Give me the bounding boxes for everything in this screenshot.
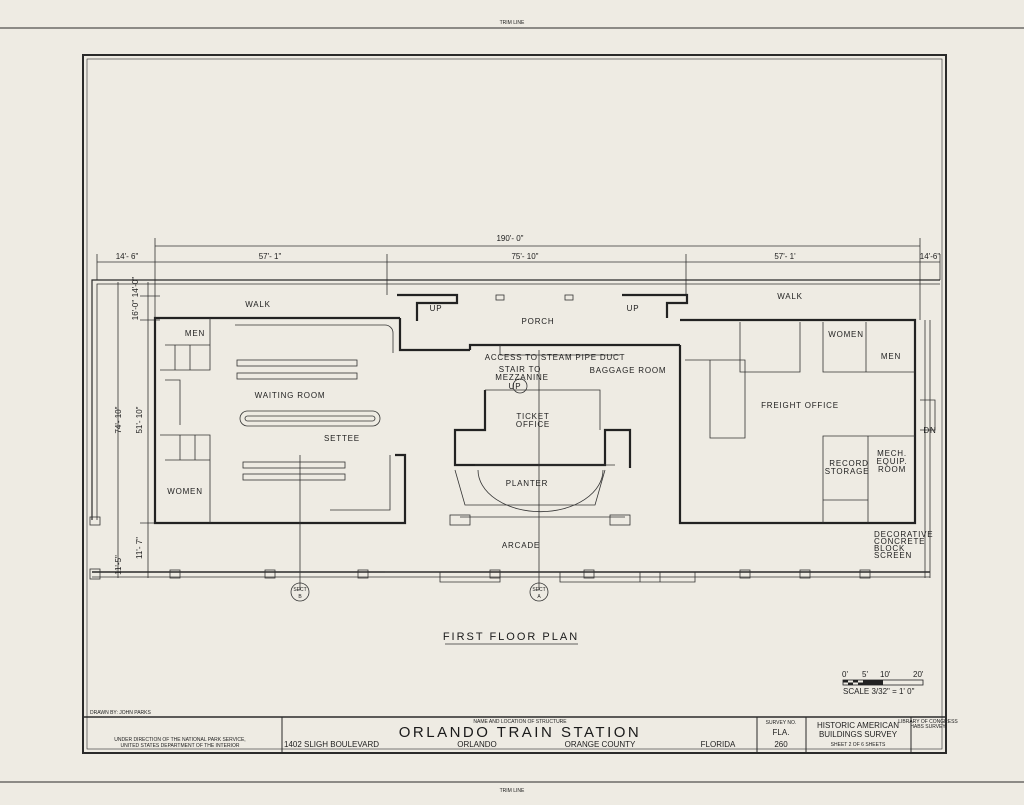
site-outline — [89, 279, 940, 583]
dim-overall: 190'- 0" — [496, 234, 523, 243]
svg-text:SURVEY NO.: SURVEY NO. — [766, 720, 797, 726]
label-equip: EQUIP. — [877, 457, 908, 466]
svg-text:1402 SLIGH BOULEVARD: 1402 SLIGH BOULEVARD — [284, 740, 379, 749]
left-wing-walls — [153, 293, 470, 590]
label-up-right-stair: UP — [627, 304, 640, 313]
svg-text:HISTORIC AMERICAN: HISTORIC AMERICAN — [817, 721, 899, 730]
label-room: ROOM — [878, 465, 906, 474]
label-women-left: WOMEN — [167, 487, 203, 496]
svg-text:NAME AND LOCATION OF STRUCTURE: NAME AND LOCATION OF STRUCTURE — [473, 719, 567, 725]
label-planter: PLANTER — [506, 479, 549, 488]
svg-text:SECT: SECT — [293, 587, 306, 593]
svg-text:DECORATIVE: DECORATIVE — [874, 530, 933, 539]
trim-line-bottom-label: TRIM LINE — [500, 788, 525, 794]
svg-text:BLOCK: BLOCK — [874, 544, 905, 553]
svg-text:0': 0' — [842, 670, 848, 679]
svg-text:FLA.: FLA. — [773, 728, 790, 737]
label-access-duct: ACCESS TO STEAM PIPE DUCT — [485, 353, 626, 362]
svg-text:LIBRARY OF CONGRESS: LIBRARY OF CONGRESS — [898, 719, 958, 725]
dim-vertical-walk-a: 16'-0" — [131, 300, 140, 321]
dim-chain-5: 14'-6" — [920, 252, 941, 261]
svg-text:SCALE 3/32" = 1' 0": SCALE 3/32" = 1' 0" — [843, 687, 915, 696]
drawing-frame-inner — [86, 58, 943, 750]
svg-text:10': 10' — [880, 670, 891, 679]
dim-chain-3: 75'- 10" — [511, 252, 538, 261]
dim-chain-2: 57'- 1" — [259, 252, 282, 261]
drawn-by: DRAWN BY: JOHN PARKS — [90, 710, 152, 716]
label-men-right: MEN — [881, 352, 901, 361]
svg-text:B: B — [298, 594, 302, 600]
label-baggage-room: BAGGAGE ROOM — [590, 366, 667, 375]
dim-chain-1: 14'- 6" — [116, 252, 139, 261]
section-marker-a: SECT A — [529, 582, 549, 602]
svg-text:HABS SURVEY: HABS SURVEY — [910, 724, 946, 730]
svg-text:20': 20' — [913, 670, 924, 679]
label-up-left-stair: UP — [430, 304, 443, 313]
label-record: RECORD — [829, 459, 868, 468]
svg-text:SECT: SECT — [532, 587, 545, 593]
svg-text:FLORIDA: FLORIDA — [701, 740, 736, 749]
center-block-walls — [449, 293, 689, 590]
svg-text:SHEET 2 OF 6 SHEETS: SHEET 2 OF 6 SHEETS — [831, 742, 886, 748]
label-walk-left: WALK — [245, 300, 271, 309]
label-stair-to: STAIR TO — [499, 365, 541, 374]
label-women-right: WOMEN — [828, 330, 864, 339]
svg-text:SCREEN: SCREEN — [874, 551, 912, 560]
right-wing-walls — [678, 318, 936, 525]
label-up-center: UP — [509, 382, 522, 391]
dim-vertical-walk-b: 14'-0" — [131, 277, 140, 298]
label-storage: STORAGE — [825, 467, 870, 476]
trim-line-top-label: TRIM LINE — [500, 20, 525, 26]
dim-vertical-main: 51'- 10" — [135, 406, 144, 433]
dim-vertical-arcade-b: 11'-5" — [114, 555, 123, 575]
label-decorative-screen: DECORATIVE CONCRETE BLOCK SCREEN — [874, 530, 933, 560]
dim-vertical-total: 74'- 10" — [114, 406, 123, 433]
title-block: UNDER DIRECTION OF THE NATIONAL PARK SER… — [82, 716, 958, 754]
label-ticket: TICKET — [516, 412, 549, 421]
svg-text:ORANGE COUNTY: ORANGE COUNTY — [565, 740, 636, 749]
dim-chain-4: 57'- 1' — [774, 252, 796, 261]
label-walk-right: WALK — [777, 292, 803, 301]
svg-text:260: 260 — [774, 740, 788, 749]
label-waiting-room: WAITING ROOM — [255, 391, 326, 400]
svg-text:A: A — [537, 594, 541, 600]
label-mezzanine: MEZZANINE — [495, 373, 548, 382]
label-freight-office: FREIGHT OFFICE — [761, 401, 839, 410]
label-men-left: MEN — [185, 329, 205, 338]
label-settee: SETTEE — [324, 434, 360, 443]
dimension-lines — [96, 238, 941, 578]
label-arcade: ARCADE — [502, 541, 540, 550]
svg-text:5': 5' — [862, 670, 868, 679]
svg-text:UNITED STATES DEPARTMENT OF TH: UNITED STATES DEPARTMENT OF THE INTERIOR — [121, 743, 240, 749]
svg-text:ORLANDO: ORLANDO — [457, 740, 497, 749]
svg-text:BUILDINGS SURVEY: BUILDINGS SURVEY — [819, 730, 898, 739]
label-mech: MECH. — [877, 449, 907, 458]
svg-text:CONCRETE: CONCRETE — [874, 537, 925, 546]
label-porch: PORCH — [522, 317, 555, 326]
structure-name: ORLANDO TRAIN STATION — [399, 724, 642, 741]
scale-bar: 0' 5' 10' 20' SCALE 3/32" = 1' 0" — [842, 670, 924, 696]
label-dn: DN — [923, 426, 936, 435]
svg-text:UNDER DIRECTION OF THE NATIONA: UNDER DIRECTION OF THE NATIONAL PARK SER… — [114, 737, 245, 743]
section-marker-b: SECT B — [290, 582, 310, 602]
label-office: OFFICE — [516, 420, 550, 429]
drawing-title: FIRST FLOOR PLAN — [443, 631, 579, 643]
dim-vertical-arcade-a: 11'- 7" — [135, 537, 144, 559]
